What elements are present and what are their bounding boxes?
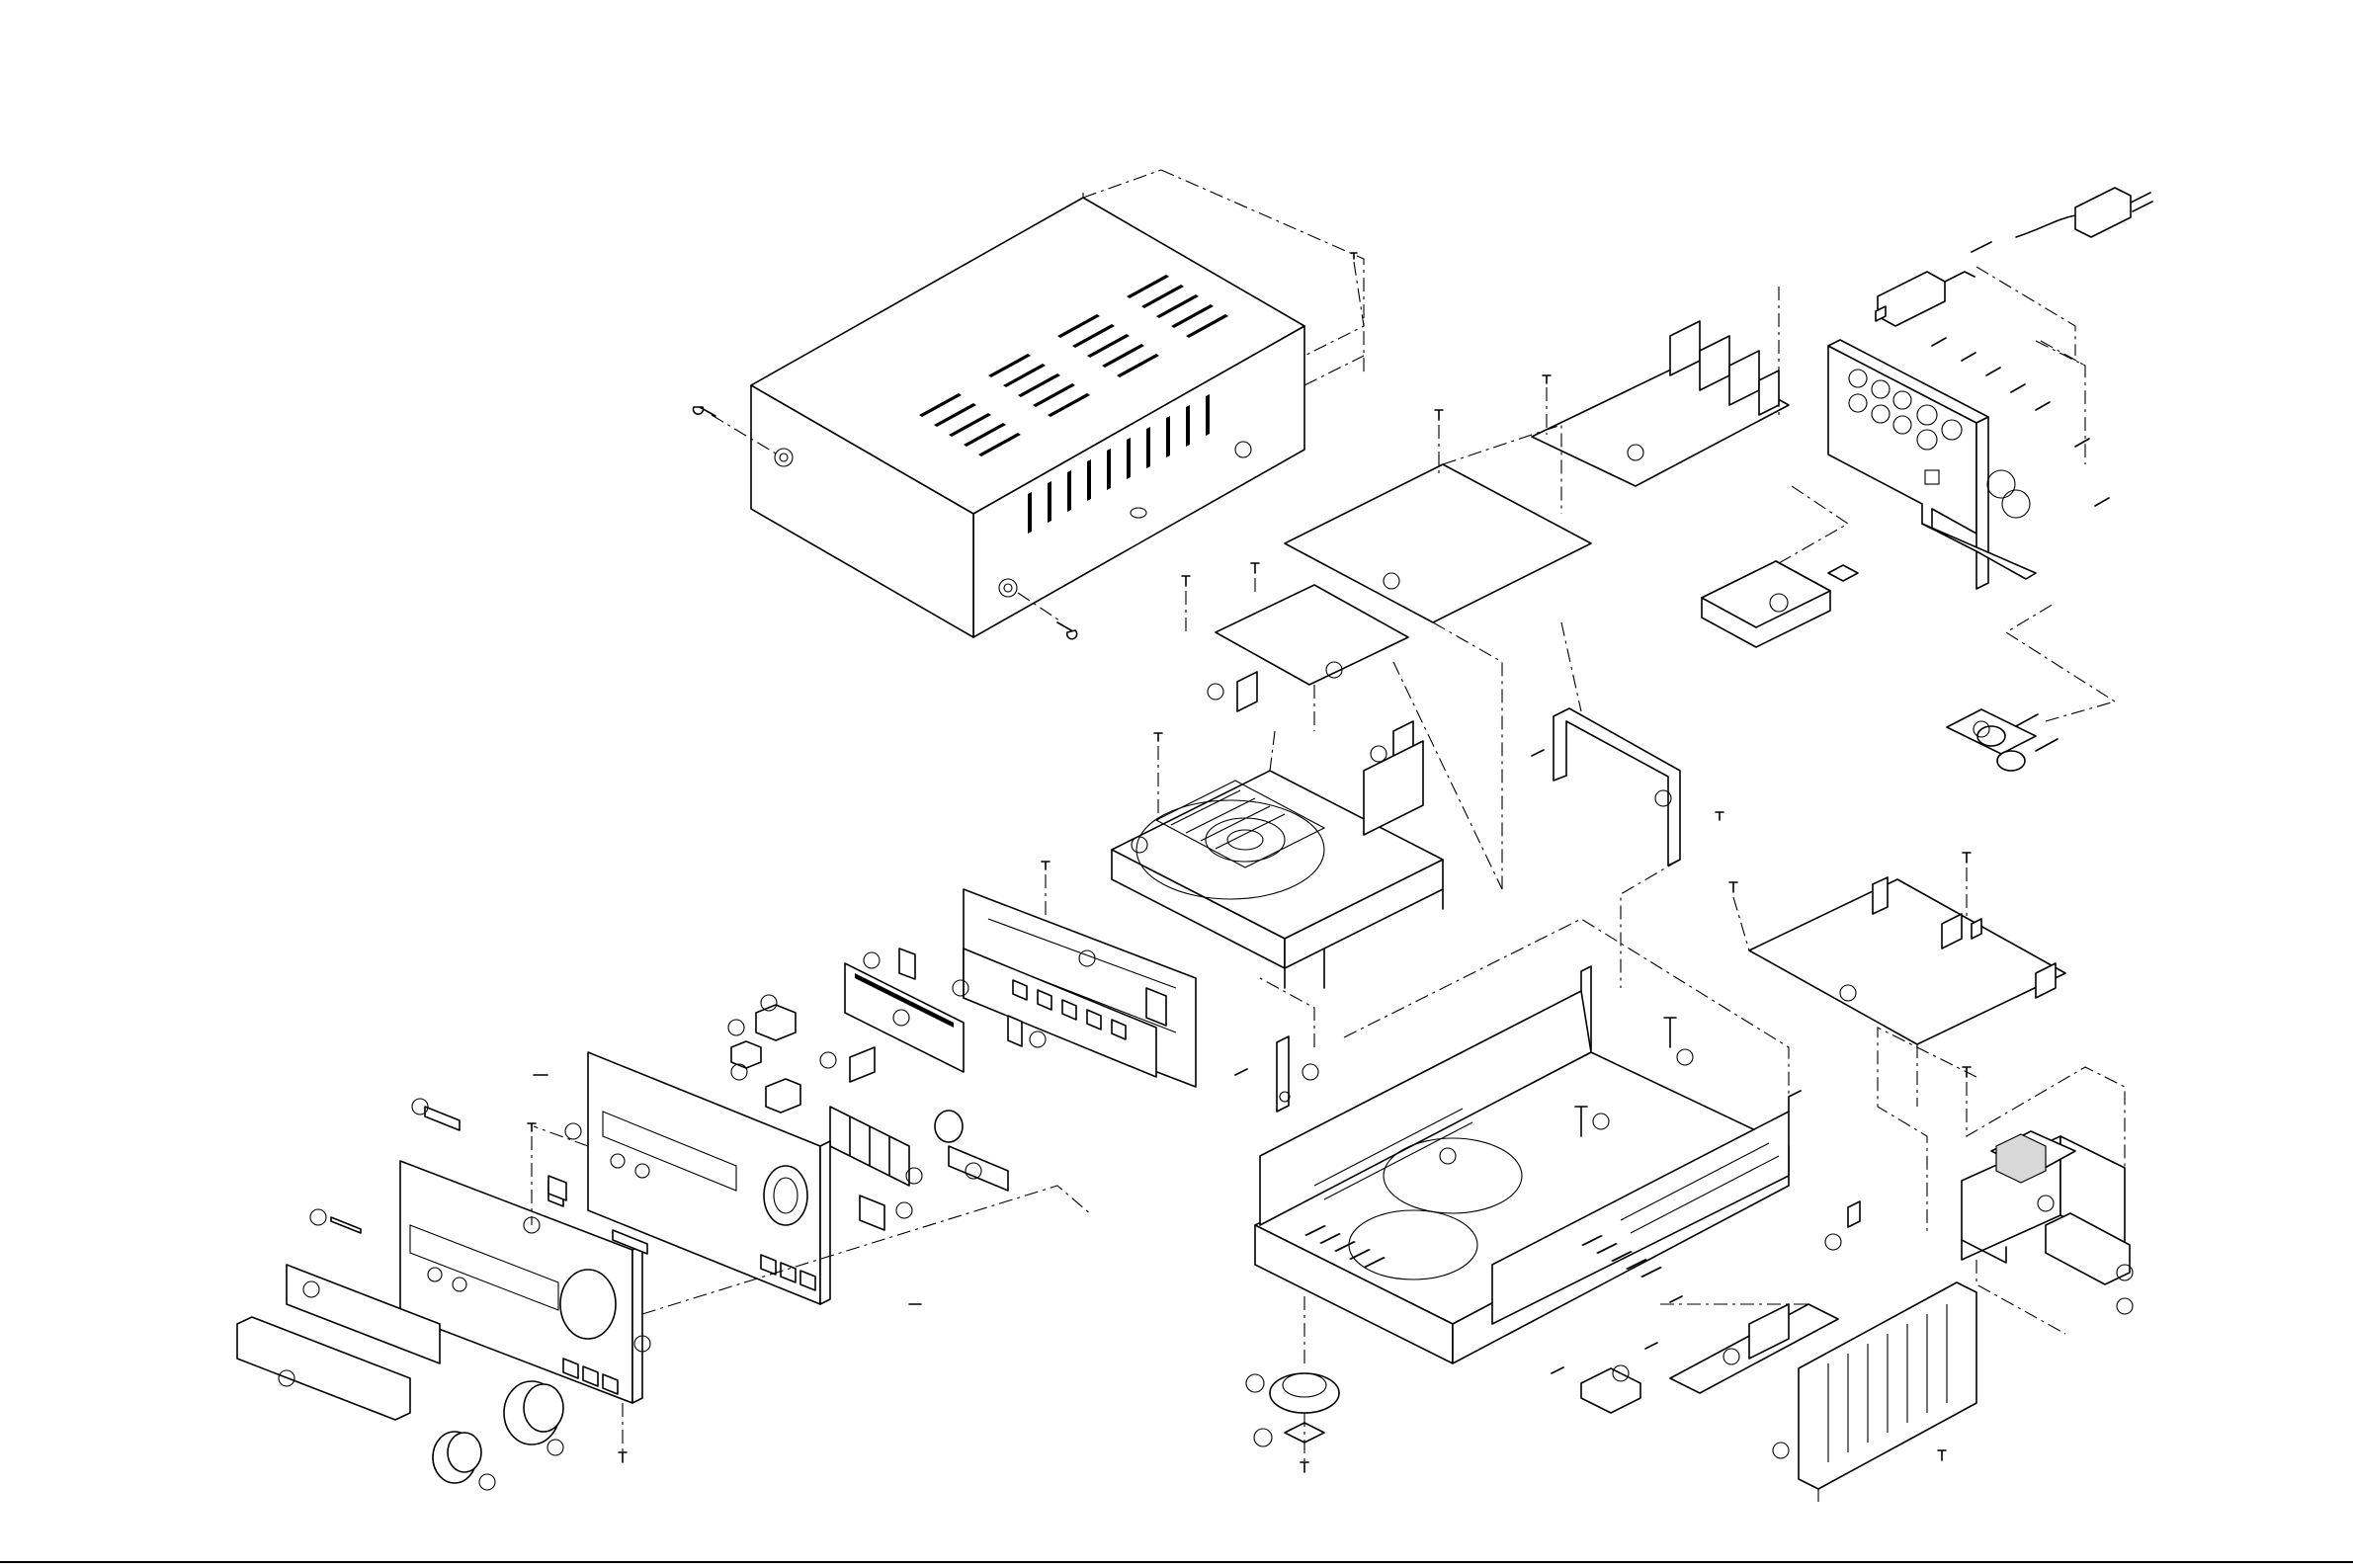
- power-transformer: [1878, 1028, 2133, 1334]
- support-bracket: [1532, 622, 1723, 988]
- top-cover: [751, 193, 1304, 637]
- connector-board: [1532, 287, 1789, 486]
- amp-board: [1729, 853, 2065, 1107]
- ac-inlet: [1876, 267, 2075, 356]
- cd-mechanism: [1112, 733, 1443, 988]
- cd-mech-board: [1208, 672, 1413, 762]
- bottom-rule: [0, 1561, 2353, 1563]
- selector-knob: [433, 1432, 495, 1490]
- power-switch-board: [1702, 484, 1858, 647]
- power-cord: [1972, 188, 2152, 252]
- volume-knob: [504, 1381, 563, 1455]
- rear-panel: [1828, 340, 2036, 589]
- cover-screw-top: [1304, 253, 1364, 356]
- foot: [1246, 1294, 1339, 1472]
- main-chassis: [1235, 919, 1801, 1363]
- speaker-terminal: [1947, 603, 2115, 771]
